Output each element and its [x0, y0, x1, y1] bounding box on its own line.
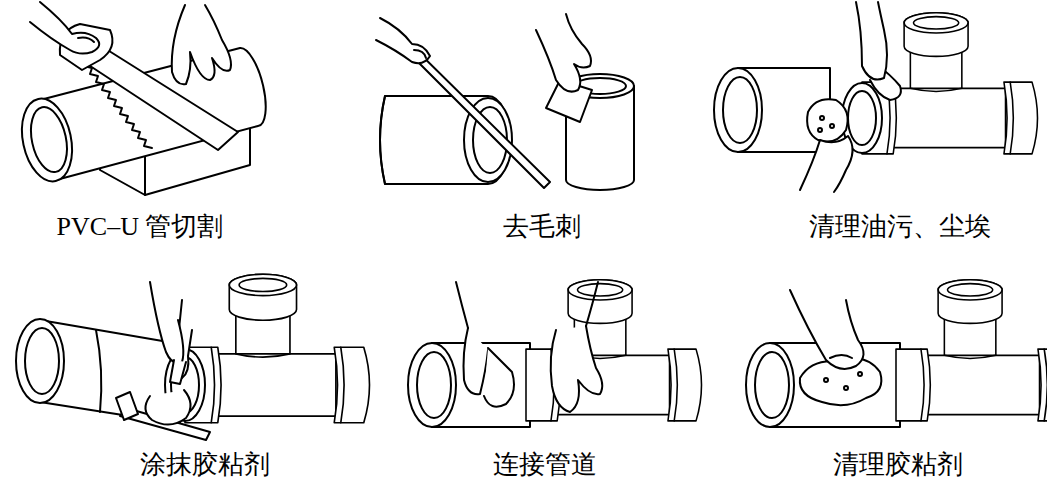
- adhesive-figure: [16, 274, 370, 440]
- cleaning-figure: [714, 2, 1038, 192]
- deburring-figure: [376, 14, 634, 190]
- cutting-figure: [15, 2, 266, 195]
- connecting-figure: [408, 280, 702, 427]
- step-caption: 清理胶粘剂: [833, 450, 963, 480]
- wiping-figure: [746, 280, 1047, 427]
- step-caption: PVC–U 管切割: [57, 212, 224, 242]
- step-caption: 连接管道: [493, 450, 597, 480]
- step-caption: 去毛刺: [503, 212, 581, 242]
- step-caption: 清理油污、尘埃: [809, 212, 991, 242]
- step-caption: 涂抹胶粘剂: [140, 450, 270, 480]
